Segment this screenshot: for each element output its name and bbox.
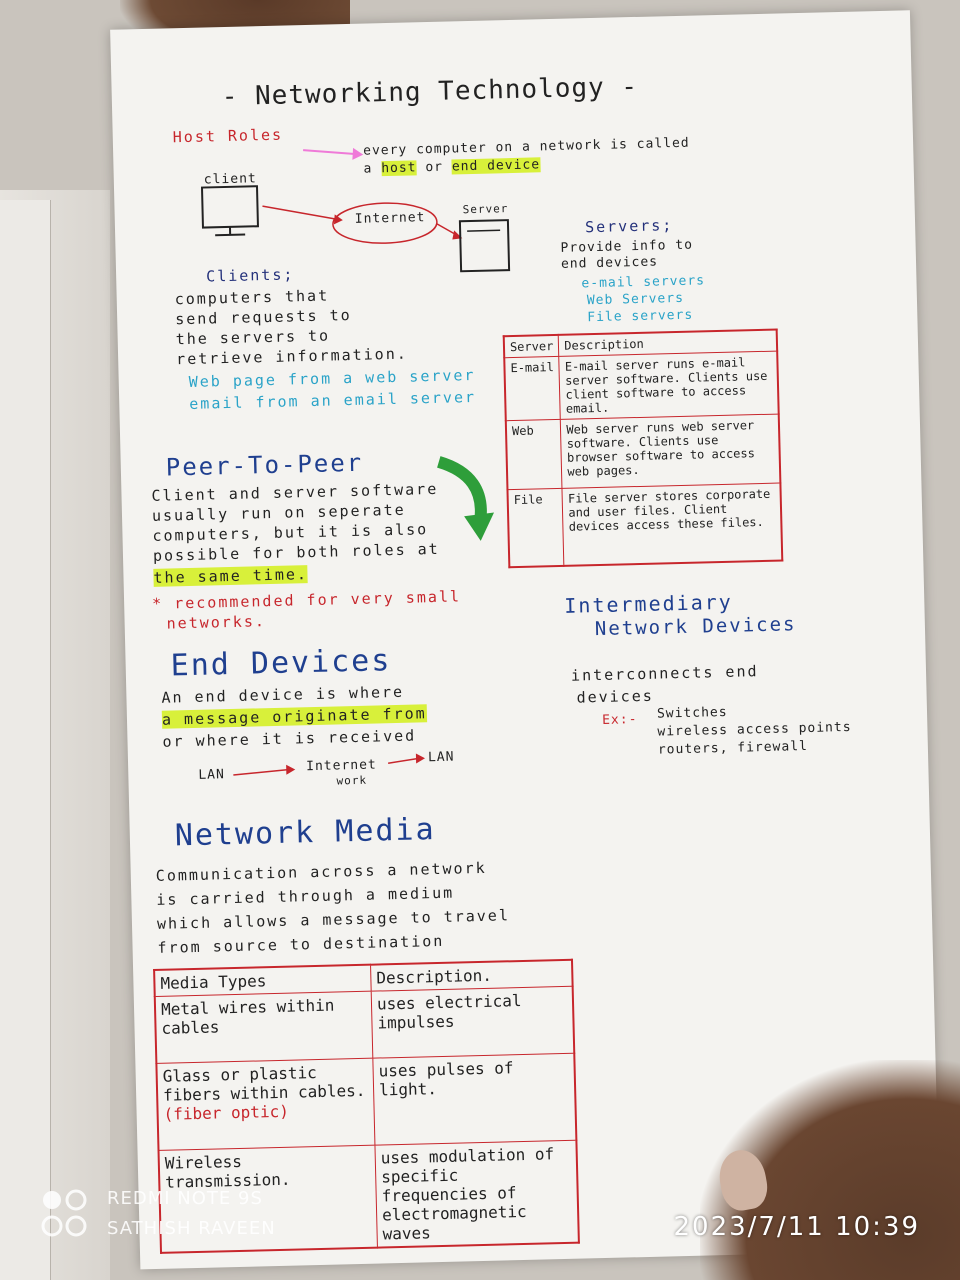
watermark-timestamp: 2023/7/11 10:39 bbox=[673, 1212, 920, 1242]
monitor-icon bbox=[200, 185, 259, 229]
pink-arrow-icon bbox=[303, 149, 354, 155]
background-sheet bbox=[0, 200, 51, 1280]
cloud-icon bbox=[332, 202, 438, 244]
watermark-owner: SATHISH RAVEEN bbox=[107, 1218, 276, 1239]
green-arrow-icon bbox=[436, 456, 487, 522]
server-icon bbox=[458, 219, 511, 273]
diagram-drawings bbox=[200, 147, 511, 776]
watermark-logo bbox=[40, 1188, 92, 1245]
watermark-device: REDMI NOTE 9S bbox=[107, 1188, 263, 1209]
notes-paper: - Networking Technology - Host Roles eve… bbox=[110, 10, 941, 1270]
